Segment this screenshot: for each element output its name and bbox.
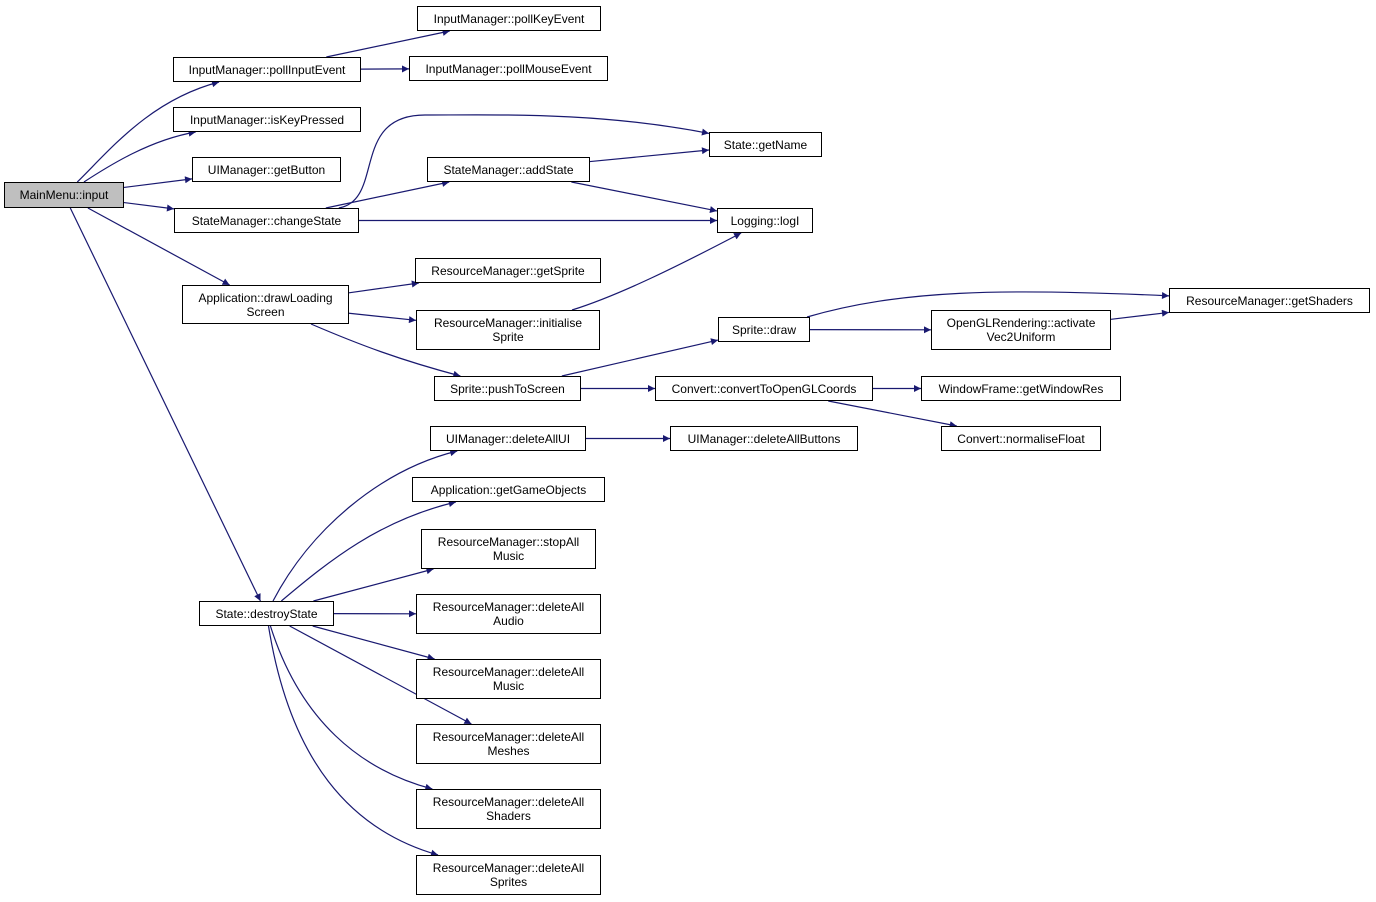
edge-push-to-screen-to-sprite-draw bbox=[561, 338, 719, 377]
node-main-input[interactable]: MainMenu::input bbox=[4, 182, 124, 208]
edge-main-input-to-get-button bbox=[123, 176, 193, 189]
node-label-line: UIManager::getButton bbox=[207, 162, 326, 177]
node-convert-to-opengl-coords[interactable]: Convert::convertToOpenGLCoords bbox=[655, 376, 873, 401]
node-label-line: ResourceManager::getShaders bbox=[1186, 293, 1353, 308]
node-label-line: StateManager::addState bbox=[443, 162, 574, 177]
node-label-line: ResourceManager::deleteAll bbox=[432, 665, 585, 679]
edge-change-state-to-get-name bbox=[338, 114, 710, 209]
node-get-game-objects[interactable]: Application::getGameObjects bbox=[412, 477, 605, 502]
node-label-line: Vec2Uniform bbox=[986, 330, 1056, 344]
node-label-line: Convert::normaliseFloat bbox=[957, 431, 1085, 446]
node-get-sprite[interactable]: ResourceManager::getSprite bbox=[415, 258, 601, 283]
node-label-line: ResourceManager::stopAll bbox=[437, 535, 580, 549]
edge-init-sprite-to-logging bbox=[571, 232, 742, 311]
node-label-line: MainMenu::input bbox=[19, 188, 109, 202]
node-poll-key-event[interactable]: InputManager::pollKeyEvent bbox=[417, 6, 601, 31]
edge-destroy-state-to-stop-all-music bbox=[313, 567, 434, 602]
node-label-line: InputManager::isKeyPressed bbox=[189, 112, 345, 127]
edge-change-state-to-add-state bbox=[325, 180, 450, 209]
node-label-line: WindowFrame::getWindowRes bbox=[938, 381, 1104, 396]
edge-main-input-to-poll-input-event bbox=[76, 80, 220, 183]
node-normalise-float[interactable]: Convert::normaliseFloat bbox=[941, 426, 1101, 451]
node-label-line: Convert::convertToOpenGLCoords bbox=[671, 381, 857, 396]
node-label-line: ResourceManager::deleteAll bbox=[432, 795, 585, 809]
node-sprite-draw[interactable]: Sprite::draw bbox=[718, 317, 810, 342]
edge-add-state-to-get-name bbox=[589, 147, 710, 163]
node-get-shaders[interactable]: ResourceManager::getShaders bbox=[1169, 288, 1370, 313]
node-label-line: Logging::logI bbox=[730, 213, 800, 228]
node-get-button[interactable]: UIManager::getButton bbox=[192, 157, 341, 182]
edge-destroy-state-to-get-game-objects bbox=[280, 500, 456, 602]
edge-destroy-state-to-delete-all-meshes bbox=[289, 625, 472, 725]
node-label-line: InputManager::pollKeyEvent bbox=[433, 11, 585, 26]
edge-destroy-state-to-delete-all-sprites bbox=[267, 625, 439, 857]
node-label-line: ResourceManager::deleteAll bbox=[432, 600, 585, 614]
node-label-line: Music bbox=[492, 549, 525, 563]
node-label-line: ResourceManager::deleteAll bbox=[432, 861, 585, 875]
node-label-line: State::destroyState bbox=[215, 606, 318, 621]
edge-poll-input-event-to-poll-key-event bbox=[326, 29, 450, 58]
node-delete-all-ui[interactable]: UIManager::deleteAllUI bbox=[430, 426, 586, 451]
edge-main-input-to-destroy-state bbox=[69, 207, 261, 602]
node-label-line: InputManager::pollMouseEvent bbox=[425, 61, 592, 76]
edge-destroy-state-to-delete-all-ui bbox=[272, 449, 458, 602]
edge-convert-coords-to-normalise-float bbox=[828, 400, 957, 429]
node-delete-all-buttons[interactable]: UIManager::deleteAllButtons bbox=[670, 426, 858, 451]
node-label-line: StateManager::changeState bbox=[191, 213, 342, 228]
node-label-line: Audio bbox=[493, 614, 524, 628]
node-poll-input-event[interactable]: InputManager::pollInputEvent bbox=[173, 57, 361, 82]
node-label-line: State::getName bbox=[723, 137, 808, 152]
node-change-state[interactable]: StateManager::changeState bbox=[174, 208, 359, 233]
edge-draw-loading-to-init-sprite bbox=[348, 312, 417, 324]
node-poll-mouse-event[interactable]: InputManager::pollMouseEvent bbox=[409, 56, 608, 81]
node-label-line: Application::drawLoading bbox=[198, 290, 333, 305]
node-add-state[interactable]: StateManager::addState bbox=[427, 157, 590, 182]
node-push-to-screen[interactable]: Sprite::pushToScreen bbox=[434, 376, 581, 401]
node-destroy-state[interactable]: State::destroyState bbox=[199, 601, 334, 626]
node-label-line: Application::getGameObjects bbox=[430, 482, 587, 497]
edge-main-input-to-draw-loading bbox=[87, 207, 230, 286]
node-label-line: OpenGLRendering::activate bbox=[946, 316, 1096, 330]
node-label-line: Sprites bbox=[489, 875, 528, 889]
node-label-line: Shaders bbox=[486, 809, 531, 823]
edge-main-input-to-change-state bbox=[123, 201, 175, 212]
edge-draw-loading-to-get-sprite bbox=[348, 280, 419, 294]
edge-ogl-activate-to-get-shaders bbox=[1110, 309, 1170, 320]
node-label-line: Sprite::draw bbox=[731, 322, 797, 337]
edge-sprite-draw-to-get-shaders bbox=[806, 291, 1170, 318]
node-logging[interactable]: Logging::logI bbox=[717, 208, 813, 233]
node-label-line: Sprite bbox=[492, 330, 524, 344]
node-label-line: Meshes bbox=[487, 744, 530, 758]
edge-main-input-to-is-key-pressed bbox=[83, 129, 196, 183]
node-label-line: InputManager::pollInputEvent bbox=[188, 62, 346, 77]
edge-destroy-state-to-delete-all-shaders bbox=[269, 625, 433, 791]
node-label-line: UIManager::deleteAllButtons bbox=[687, 431, 841, 446]
node-get-name[interactable]: State::getName bbox=[709, 132, 822, 157]
edge-draw-loading-to-push-to-screen bbox=[310, 323, 461, 378]
node-label-line: ResourceManager::initialise bbox=[433, 316, 583, 330]
node-is-key-pressed[interactable]: InputManager::isKeyPressed bbox=[173, 107, 361, 132]
node-label-line: Screen bbox=[246, 304, 285, 319]
node-label-line: ResourceManager::getSprite bbox=[431, 263, 585, 278]
edge-add-state-to-logging bbox=[571, 181, 718, 214]
node-get-window-res[interactable]: WindowFrame::getWindowRes bbox=[921, 376, 1121, 401]
node-label-line: Music bbox=[492, 679, 525, 693]
node-label-line: UIManager::deleteAllUI bbox=[445, 431, 571, 446]
node-label-line: ResourceManager::deleteAll bbox=[432, 730, 585, 744]
edge-destroy-state-to-delete-all-music bbox=[312, 625, 435, 661]
node-label-line: Sprite::pushToScreen bbox=[450, 381, 565, 396]
